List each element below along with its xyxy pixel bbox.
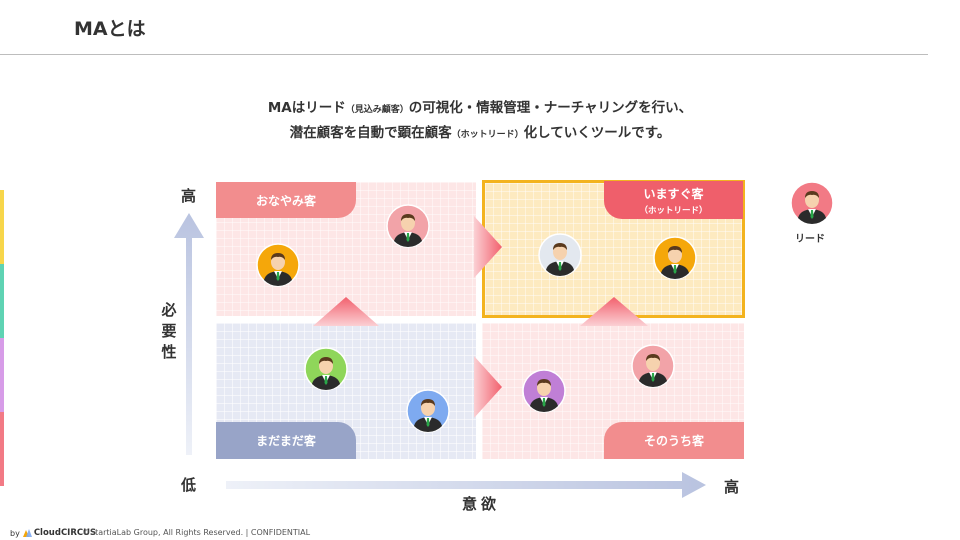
cloudcircus-logo-icon bbox=[22, 529, 32, 537]
footer-logo: by CloudCIRCUS bbox=[10, 528, 96, 538]
person-avatar-icon bbox=[538, 233, 582, 277]
side-bar-yellow bbox=[0, 190, 4, 264]
tag-onayami-label: おなやみ客 bbox=[255, 193, 316, 208]
vertical-axis-name: 必 要 性 bbox=[160, 300, 178, 363]
person-avatar-icon bbox=[522, 369, 566, 413]
desc-2-text-b: 化していくツールです。 bbox=[523, 125, 671, 141]
tag-imasugu-sublabel: （ホットリード） bbox=[639, 205, 708, 216]
title-divider bbox=[0, 54, 928, 55]
vertical-axis-char: 要 bbox=[161, 322, 177, 340]
person-avatar-icon bbox=[256, 243, 300, 287]
vertical-axis-high: 高 bbox=[181, 187, 197, 205]
side-bar-red bbox=[0, 412, 4, 486]
footer-brand: CloudCIRCUS bbox=[33, 528, 97, 538]
legend-lead-icon bbox=[790, 181, 834, 225]
desc-1-small: （見込み顧客） bbox=[345, 105, 409, 115]
side-bar-teal bbox=[0, 264, 4, 338]
footer-by: by bbox=[10, 528, 20, 538]
legend-lead-label: リード bbox=[795, 234, 825, 245]
person-avatar-icon bbox=[406, 389, 450, 433]
desc-2-small: （ホットリード） bbox=[451, 130, 524, 140]
person-avatar-icon bbox=[631, 344, 675, 388]
vertical-axis-low: 低 bbox=[181, 476, 197, 494]
desc-2-text-a: 潜在顧客を自動で顕在顧客 bbox=[289, 125, 452, 141]
tag-madamada: まだまだ客 bbox=[216, 422, 356, 459]
tag-imasugu-label: いますぐ客 bbox=[643, 186, 704, 201]
person-avatar-icon bbox=[304, 347, 348, 391]
desc-1-text-b: の可視化・情報管理・ナーチャリングを行い、 bbox=[408, 100, 693, 116]
description-line-2: 潜在顧客を自動で顕在顧客（ホットリード）化していくツールです。 bbox=[0, 121, 960, 141]
tag-sonouchi-label: そのうち客 bbox=[643, 434, 704, 448]
vertical-axis-char: 性 bbox=[161, 343, 177, 361]
desc-1-text-a: MAはリード bbox=[267, 100, 346, 116]
vertical-axis-char: 必 bbox=[161, 301, 177, 319]
tag-onayami: おなやみ客 bbox=[216, 182, 356, 218]
horizontal-axis-name: 意欲 bbox=[462, 495, 501, 513]
vertical-axis-arrow bbox=[174, 213, 204, 455]
page-title: MAとは bbox=[74, 18, 146, 40]
tag-sonouchi: そのうち客 bbox=[604, 422, 744, 459]
person-avatar-icon bbox=[386, 204, 430, 248]
tag-imasugu: いますぐ客 （ホットリード） bbox=[604, 181, 743, 219]
side-bar-purple bbox=[0, 338, 4, 412]
person-avatar-icon bbox=[653, 236, 697, 280]
description-line-1: MAはリード（見込み顧客）の可視化・情報管理・ナーチャリングを行い、 bbox=[0, 96, 960, 116]
tag-madamada-label: まだまだ客 bbox=[256, 434, 316, 448]
footer-copyright: ©StartiaLab Group, All Rights Reserved. … bbox=[82, 528, 311, 537]
horizontal-axis-high: 高 bbox=[724, 478, 740, 496]
